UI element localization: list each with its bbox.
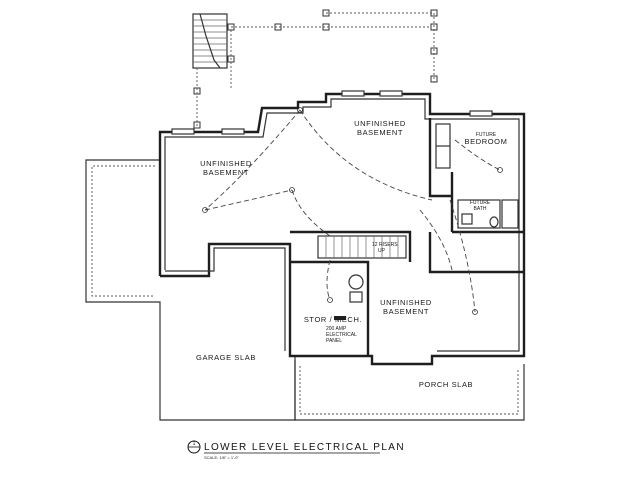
interior-walls [290,118,524,356]
room-label-bedroom-line1: FUTURE [476,132,497,138]
room-label-basement-north-line2: BASEMENT [357,128,403,137]
room-label-basement-west-line1: UNFINISHED [200,159,252,168]
title-marker-number: 1 [193,441,196,447]
room-label-basement-west-line2: BASEMENT [203,168,249,177]
foundation-walls [158,92,526,366]
garage-slab-outline [85,159,296,421]
deck-outline [196,12,435,128]
interior-stair [317,235,407,259]
electrical-panel [334,316,346,320]
room-label-porch-slab: PORCH SLAB [419,380,473,389]
room-label-bath-line1: FUTURE [470,200,491,206]
room-label-basement-north-line1: UNFINISHED [354,119,406,128]
stair-note-line2: UP [378,248,386,254]
panel-note-line1: 200 AMP [326,326,347,332]
water-heater [348,274,364,303]
title-marker: 1 [187,440,201,454]
light-fixtures [202,107,503,315]
room-label-stor-mech: STOR / MECH. [304,315,362,324]
electrical-circuits [204,109,501,313]
stair-note-line1: 12 RISERS [372,242,398,248]
room-label-garage-slab: GARAGE SLAB [196,353,256,362]
room-label-basement-south-line2: BASEMENT [383,307,429,316]
porch-slab-outline [294,360,525,421]
plan-title: LOWER LEVEL ELECTRICAL PLAN [204,442,405,453]
bedroom-closet [435,123,451,169]
deck-posts [193,9,438,129]
windows [171,90,493,135]
bath-fixtures [457,199,519,229]
room-label-bath-line2: BATH [474,206,487,212]
room-label-bedroom-line2: BEDROOM [465,137,508,146]
panel-note-line2: ELECTRICAL [326,332,357,338]
exterior-stair [192,13,228,69]
scale-note: SCALE: 1/8" = 1'-0" [204,455,239,460]
room-label-basement-south-line1: UNFINISHED [380,298,432,307]
panel-note-line3: PANEL [326,338,342,344]
